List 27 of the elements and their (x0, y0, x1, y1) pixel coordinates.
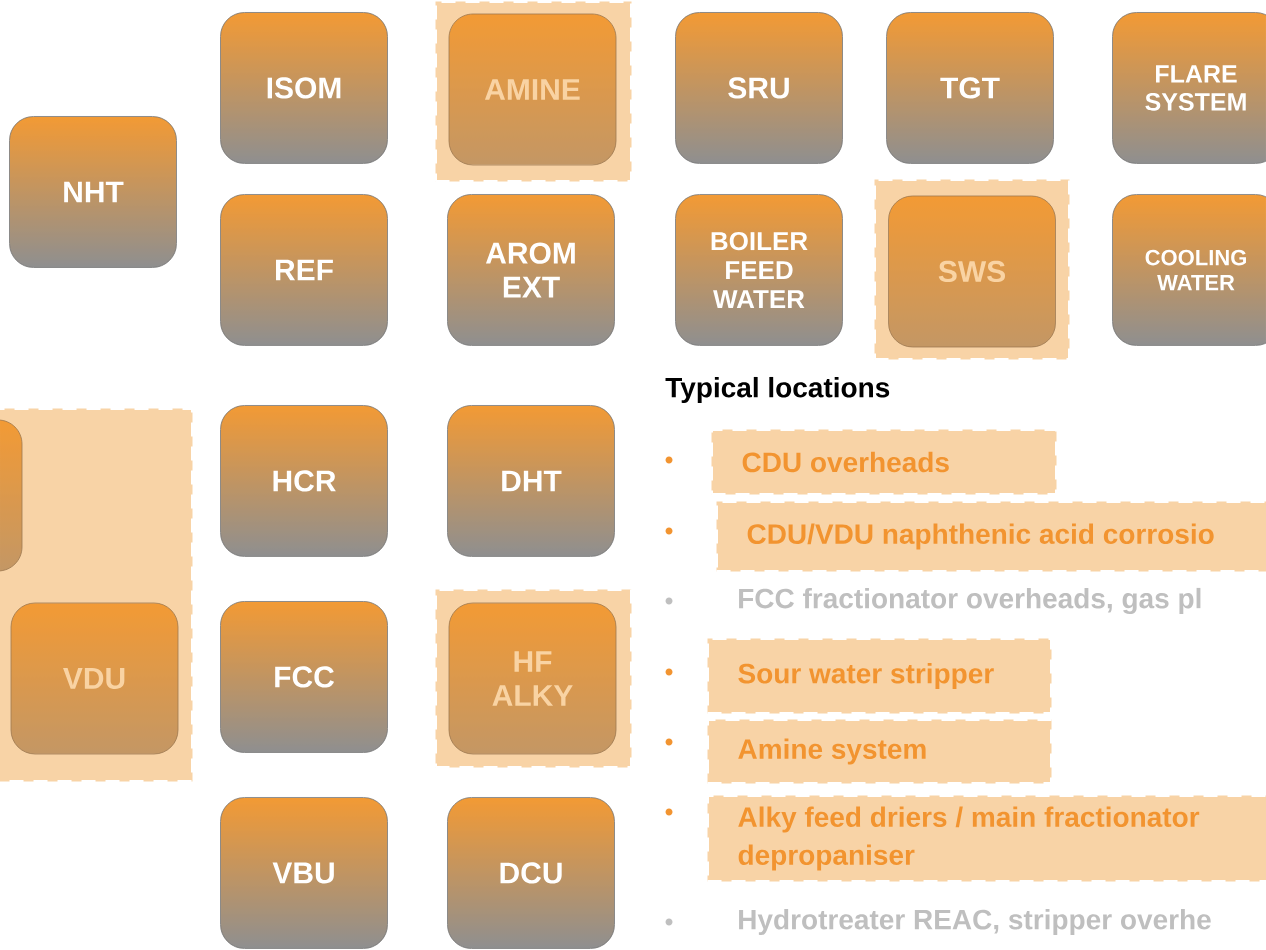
unit-box: COOLING WATER (1112, 194, 1266, 346)
section-heading: Typical locations (665, 376, 890, 404)
unit-box: FCC (220, 601, 388, 753)
highlighted-list-item: Amine system (706, 718, 1053, 785)
unit-box: HCR (220, 405, 388, 557)
unit-box: HF ALKY (448, 602, 617, 755)
unit-box: SWS (888, 195, 1056, 348)
list-item: FCC fractionator overheads, gas pl (739, 587, 1201, 615)
unit-box: FLARE SYSTEM (1112, 12, 1266, 164)
unit-box: REF (220, 194, 388, 346)
unit-box: DCU (447, 797, 615, 949)
unit-box: BOILER FEED WATER (675, 194, 843, 346)
unit-box: SRU (675, 12, 843, 164)
highlighted-list-item: CDU overheads (710, 428, 1058, 496)
unit-box: NHT (9, 116, 177, 268)
unit-box (0, 419, 23, 572)
unit-box: DHT (447, 405, 615, 557)
unit-box: VDU (10, 602, 179, 755)
highlighted-list-item: CDU/VDU naphthenic acid corrosio (715, 500, 1266, 573)
unit-box: VBU (220, 797, 388, 949)
unit-box: AMINE (448, 13, 617, 166)
highlighted-list-item: Sour water stripper (706, 637, 1053, 715)
list-item: Hydrotreater REAC, stripper overhe (739, 908, 1211, 936)
unit-box: ISOM (220, 12, 388, 164)
highlighted-list-item: Alky feed driers / main fractionator depropaniser (706, 794, 1266, 883)
unit-box: TGT (886, 12, 1054, 164)
unit-box: AROM EXT (447, 194, 615, 346)
